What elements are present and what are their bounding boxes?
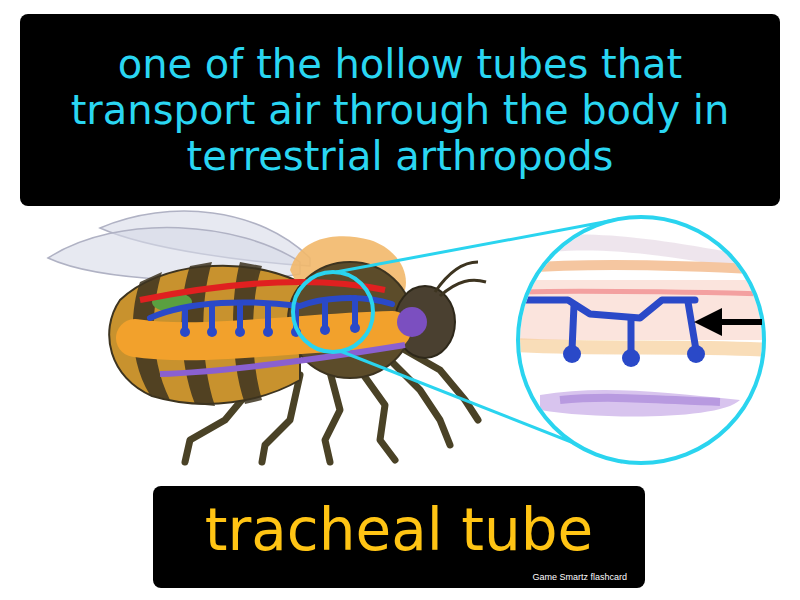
pointer-arrowhead bbox=[694, 308, 722, 336]
definition-text: one of the hollow tubes that transport a… bbox=[20, 33, 780, 187]
definition-box: one of the hollow tubes that transport a… bbox=[20, 14, 780, 206]
antenna bbox=[440, 280, 486, 296]
antenna bbox=[435, 262, 478, 292]
zoom-circle bbox=[293, 272, 373, 352]
watermark: Game Smartz flashcard bbox=[532, 572, 627, 582]
pointer-arrow bbox=[718, 319, 762, 325]
term-box: tracheal tubeGame Smartz flashcard bbox=[153, 486, 645, 588]
nerve-cord bbox=[160, 345, 405, 374]
inset-circle bbox=[518, 217, 764, 463]
tracheal-ends bbox=[180, 323, 360, 337]
brain bbox=[397, 307, 427, 337]
term-text: tracheal tube bbox=[153, 486, 645, 584]
